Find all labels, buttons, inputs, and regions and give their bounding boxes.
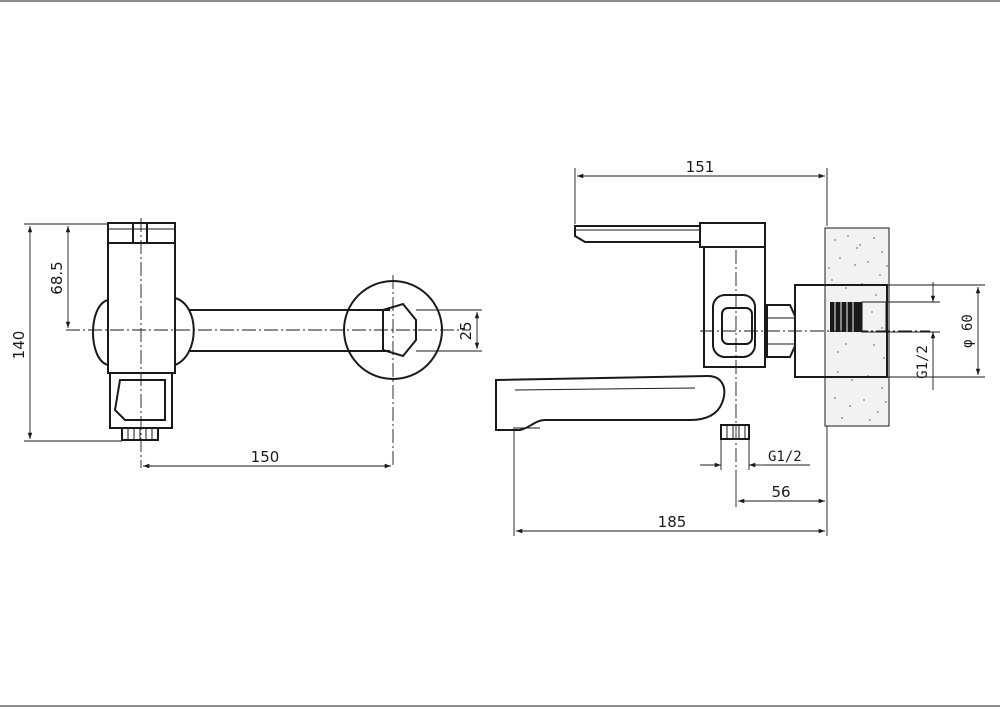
side-body xyxy=(703,246,766,368)
side-spout xyxy=(495,374,726,431)
side-thread xyxy=(720,424,750,440)
dim-g1-2-inlet: G1/2 xyxy=(915,345,931,379)
front-right-bulge xyxy=(174,297,195,366)
front-top-cap xyxy=(107,222,176,244)
side-view xyxy=(495,168,985,536)
dim-68-5: 68.5 xyxy=(48,261,66,294)
dim-185: 185 xyxy=(658,513,687,531)
front-view xyxy=(24,218,482,469)
front-nut xyxy=(382,302,417,358)
front-left-bulge xyxy=(92,299,109,366)
wall-speckle xyxy=(828,235,888,421)
dim-g1-2-outlet: G1/2 xyxy=(768,449,802,465)
dim-25: 25 xyxy=(457,321,475,340)
side-inlet-boss xyxy=(712,294,756,358)
dim-140: 140 xyxy=(10,331,28,360)
dim-56: 56 xyxy=(771,483,790,501)
side-cartridge-cap xyxy=(699,222,766,248)
front-cap-screw xyxy=(132,222,148,244)
front-body xyxy=(107,242,176,374)
dim-phi-60: φ 60 xyxy=(960,314,976,348)
dim-151: 151 xyxy=(686,158,715,176)
front-lower-body xyxy=(109,372,173,429)
side-lever xyxy=(574,225,701,243)
dim-150: 150 xyxy=(251,448,280,466)
